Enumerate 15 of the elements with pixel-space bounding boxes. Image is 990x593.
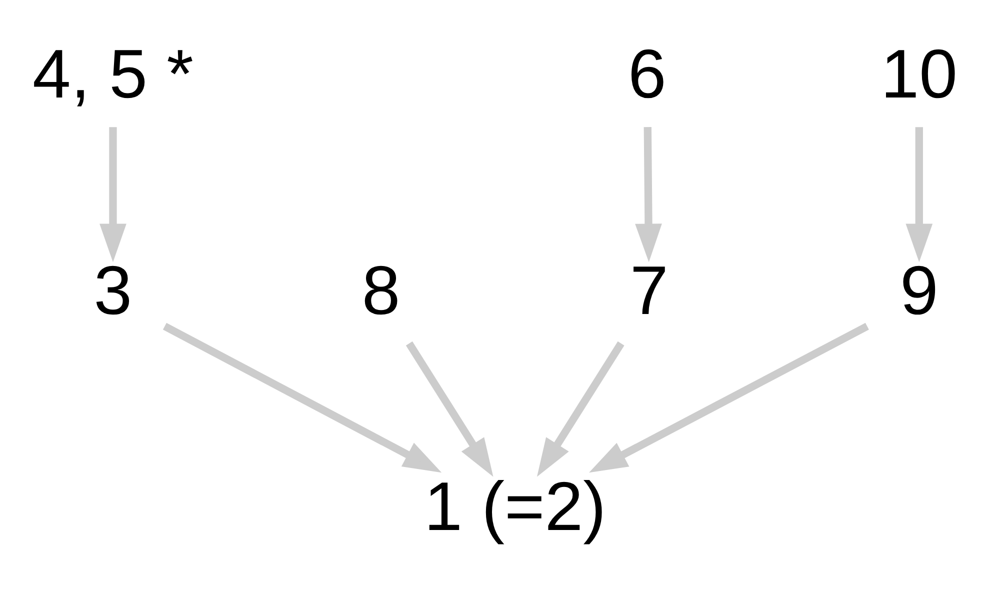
arrow <box>162 322 442 472</box>
node-text: 8 <box>362 251 400 328</box>
node-text: 9 <box>900 251 938 328</box>
arrow <box>100 126 126 262</box>
arrow <box>536 340 624 476</box>
arrow <box>906 126 933 262</box>
arrow <box>589 322 869 472</box>
node-text: 3 <box>94 251 132 328</box>
node-text: 1 (=2) <box>424 468 606 545</box>
node-text: 6 <box>628 34 666 112</box>
node-text: 10 <box>880 34 958 112</box>
arrow <box>406 340 494 476</box>
arrow <box>635 126 662 262</box>
node-text: 4, 5 * <box>32 34 194 112</box>
node-text: 7 <box>630 251 668 328</box>
